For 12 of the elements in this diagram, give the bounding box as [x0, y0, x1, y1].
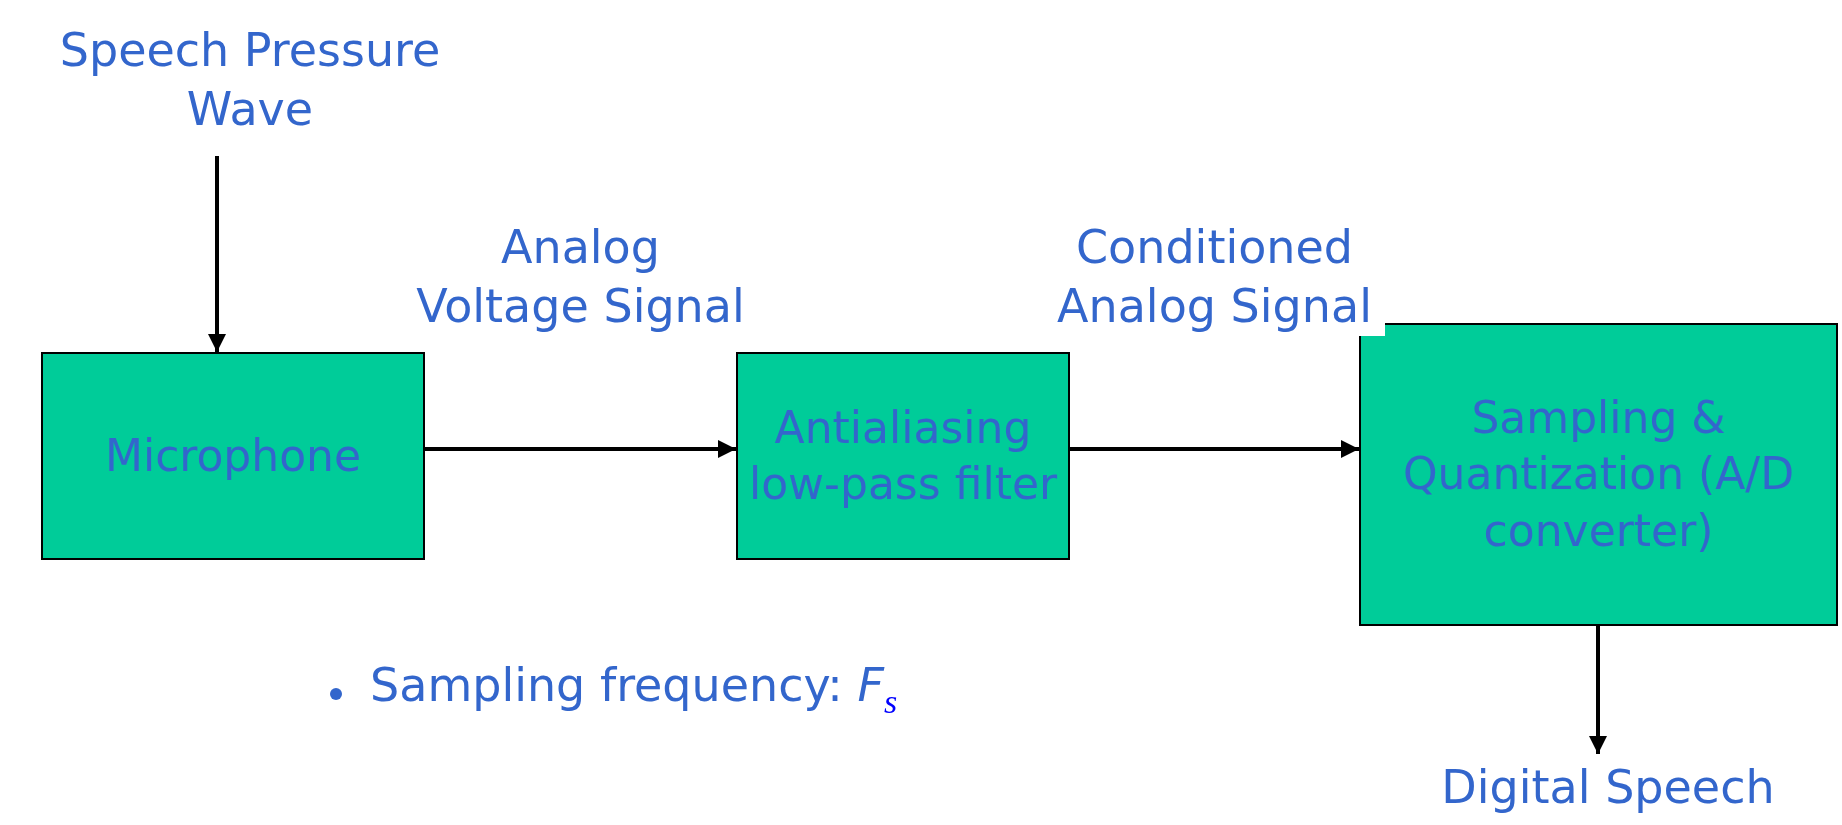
box-label: Sampling & Quantization (A/D converter)	[1401, 391, 1796, 558]
box-label: Antialiasing low-pass filter	[747, 400, 1059, 511]
signal-label: Digital Speech	[1390, 754, 1826, 820]
arrow	[1588, 626, 1608, 754]
process-box	[736, 352, 1070, 560]
arrow	[207, 156, 227, 352]
arrow	[1070, 439, 1359, 459]
arrow	[425, 439, 736, 459]
box-label: Microphone	[104, 428, 362, 483]
note-text: Sampling frequency: F$_{s}$	[370, 658, 898, 721]
signal-label: Speech Pressure Wave	[18, 10, 482, 150]
process-box	[41, 352, 425, 560]
